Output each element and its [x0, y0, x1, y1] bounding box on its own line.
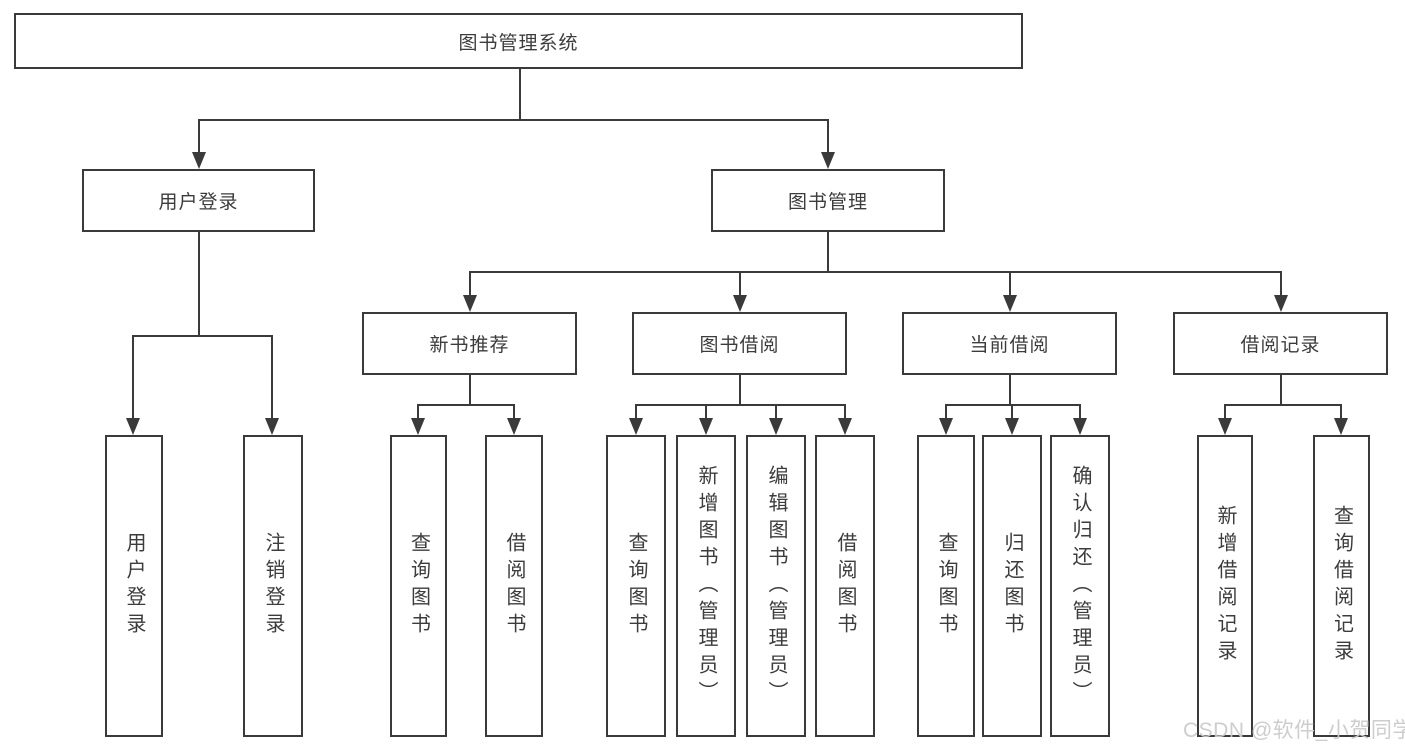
arrowhead-icon: [1073, 418, 1087, 435]
leaf-return-book: 归还图书: [982, 435, 1042, 737]
leaf-return-book-label: 归还图书: [1001, 532, 1023, 640]
node-current-borrow: 当前借阅: [902, 312, 1117, 375]
leaf-query-book-current-label: 查询图书: [935, 532, 957, 640]
leaf-add-book-admin: 新增图书（管理员）: [676, 435, 736, 737]
arrowhead-icon: [1274, 295, 1288, 312]
node-new-book-recommend: 新书推荐: [362, 312, 577, 375]
node-new-book-recommend-label: 新书推荐: [429, 335, 510, 356]
leaf-borrow-book-recommend-label: 借阅图书: [503, 532, 525, 640]
leaf-confirm-return-admin-label: 确认归还（管理员）: [1069, 464, 1091, 708]
node-root: 图书管理系统: [14, 13, 1023, 69]
node-book-borrow-label: 图书借阅: [699, 335, 780, 356]
arrowhead-icon: [769, 418, 783, 435]
leaf-logout-login: 注销登录: [243, 435, 303, 737]
leaf-query-book-current: 查询图书: [917, 435, 975, 737]
leaf-borrow-book-label: 借阅图书: [834, 532, 856, 640]
arrowhead-icon: [463, 295, 477, 312]
node-book-borrow: 图书借阅: [632, 312, 847, 375]
leaf-query-book-recommend-label: 查询图书: [407, 532, 430, 640]
leaf-query-borrow-record: 查询借阅记录: [1313, 435, 1370, 737]
leaf-query-book-recommend: 查询图书: [390, 435, 447, 737]
node-user-login-label: 用户登录: [158, 192, 239, 213]
node-borrow-record-label: 借阅记录: [1240, 335, 1321, 356]
arrowhead-icon: [1218, 418, 1232, 435]
leaf-user-login: 用户登录: [105, 435, 163, 737]
arrowhead-icon: [1003, 295, 1017, 312]
leaf-query-book-borrow: 查询图书: [606, 435, 666, 737]
arrowhead-icon: [939, 418, 953, 435]
arrowhead-icon: [411, 418, 425, 435]
arrowhead-icon: [265, 418, 279, 435]
leaf-add-book-admin-label: 新增图书（管理员）: [695, 464, 717, 708]
arrowhead-icon: [1005, 418, 1019, 435]
arrowhead-icon: [838, 418, 852, 435]
leaf-user-login-label: 用户登录: [123, 532, 145, 640]
arrowhead-icon: [629, 418, 643, 435]
arrowhead-icon: [507, 418, 521, 435]
leaf-query-book-borrow-label: 查询图书: [625, 532, 647, 640]
arrowhead-icon: [733, 295, 747, 312]
arrowhead-icon: [699, 418, 713, 435]
node-book-management: 图书管理: [711, 169, 945, 232]
leaf-borrow-book-recommend: 借阅图书: [485, 435, 543, 737]
leaf-logout-login-label: 注销登录: [262, 532, 284, 640]
node-root-label: 图书管理系统: [458, 32, 579, 54]
connector-lines: [132, 69, 1342, 420]
leaf-borrow-book: 借阅图书: [815, 435, 875, 737]
arrowhead-icon: [821, 152, 835, 169]
leaf-query-borrow-record-label: 查询借阅记录: [1330, 505, 1353, 667]
node-borrow-record: 借阅记录: [1173, 312, 1388, 375]
arrowhead-icon: [192, 152, 206, 169]
node-current-borrow-label: 当前借阅: [969, 335, 1050, 356]
leaf-edit-book-admin-label: 编辑图书（管理员）: [765, 464, 787, 708]
node-book-management-label: 图书管理: [787, 192, 868, 213]
arrowhead-icon: [1334, 418, 1348, 435]
leaf-add-borrow-record-label: 新增借阅记录: [1214, 505, 1236, 667]
node-user-login: 用户登录: [82, 169, 315, 232]
leaf-edit-book-admin: 编辑图书（管理员）: [746, 435, 806, 737]
watermark: CSDN @软件_小贺同学: [1183, 719, 1405, 742]
arrowhead-icon: [126, 418, 140, 435]
leaf-add-borrow-record: 新增借阅记录: [1197, 435, 1253, 737]
leaf-confirm-return-admin: 确认归还（管理员）: [1050, 435, 1110, 737]
